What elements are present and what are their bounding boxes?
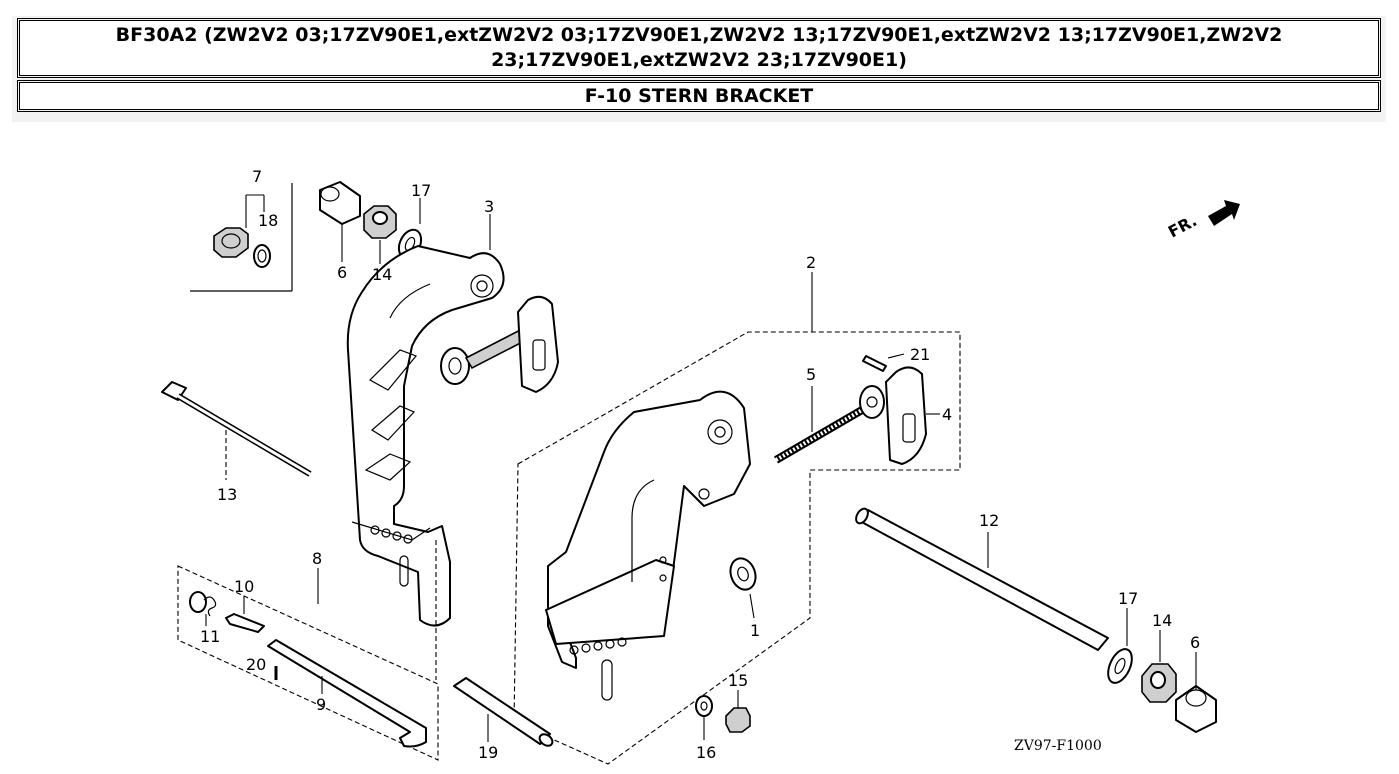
model-title: BF30A2 (ZW2V2 03;17ZV90E1,extZW2V2 03;17… [17,18,1381,78]
callout-2: 2 [806,253,816,272]
shaft-part-12 [855,507,1109,651]
stern-bracket-part-2 [545,390,751,701]
cap-nut-part-6-top [319,181,361,225]
callout-labels: 7 18 6 14 17 3 2 21 5 4 13 12 8 10 11 20… [200,167,1200,762]
washer-part-17-bottom [1107,608,1133,684]
stern-bracket-part-3 [346,245,505,627]
nut-part-7 [213,227,249,258]
callout-21: 21 [910,345,930,364]
rod-part-9 [267,639,427,748]
spring-part-11 [189,591,217,626]
callout-12: 12 [979,511,999,530]
callout-8: 8 [312,549,322,568]
nut-part-14-bottom [1141,630,1177,703]
callout-14-top: 14 [372,265,392,284]
callout-3: 3 [484,197,494,216]
kit-bracket-lines [190,183,293,292]
drawing-code: ZV97-F1000 [1014,738,1102,754]
front-indicator-label: FR. [1165,211,1200,242]
callout-17-top: 17 [411,181,431,200]
callout-7: 7 [252,167,262,186]
callout-11: 11 [200,627,220,646]
screw-clamp-part-3 [440,295,559,393]
callout-9: 9 [316,695,326,714]
nut-part-14-top [363,205,397,239]
key-part-10 [225,596,265,633]
callout-10: 10 [234,577,254,596]
callout-18: 18 [258,211,278,230]
top-leaders [341,198,421,264]
section-title: F-10 STERN BRACKET [17,80,1381,112]
callout-6-bottom: 6 [1190,633,1200,652]
assembly-box-part-8 [177,565,439,761]
callout-15: 15 [728,671,748,690]
washer-part-1 [729,557,757,619]
front-arrow-icon: FR. [1165,200,1240,242]
callout-17-bottom: 17 [1118,589,1138,608]
bolt-part-13 [161,381,312,480]
callout-4: 4 [942,405,952,424]
screw-part-5 [773,385,885,464]
nut-part-15 [725,690,751,733]
pin-part-19 [435,540,554,747]
cap-nut-part-6-bottom [1175,652,1217,733]
callout-1: 1 [750,621,760,640]
assembly-box-part-2 [513,272,961,765]
clamp-pad-part-4 [885,366,940,465]
washer-part-16 [695,695,713,740]
pin-part-21 [862,353,905,372]
header-panel: BF30A2 (ZW2V2 03;17ZV90E1,extZW2V2 03;17… [12,16,1386,122]
callout-16: 16 [696,743,716,762]
callout-5: 5 [806,365,816,384]
callout-14-bottom: 14 [1152,611,1172,630]
callout-6-top: 6 [337,263,347,282]
callout-13: 13 [217,485,237,504]
callout-19: 19 [478,743,498,762]
washer-part-18 [253,244,271,268]
callout-20: 20 [246,655,266,674]
